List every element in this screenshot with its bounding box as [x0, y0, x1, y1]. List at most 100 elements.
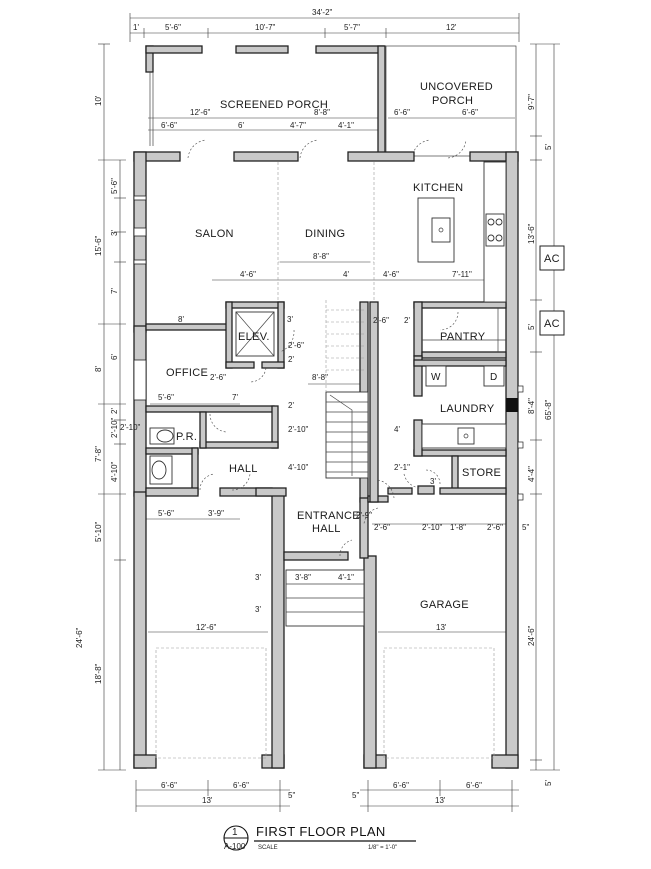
washer-label: W	[431, 372, 441, 383]
dryer-label: D	[490, 372, 498, 383]
sheet-number: A-100	[224, 842, 246, 851]
dimension-label: 6'-6"	[233, 781, 249, 790]
dimension-label: 6'	[238, 121, 244, 130]
laundry-label: LAUNDRY	[440, 403, 495, 415]
dimension-label: 8'-8"	[313, 252, 329, 261]
dimension-label: 12'	[446, 23, 457, 32]
dimension-label: 6'-6"	[161, 121, 177, 130]
dimension-label: 12'-6"	[190, 108, 211, 117]
dimension-label: 12'-6"	[196, 623, 217, 632]
dimension-label: 5'	[544, 780, 553, 786]
dimension-label: 2'-6"	[210, 373, 226, 382]
dimension-label: 2'	[288, 355, 294, 364]
title-block: 1 A-100 FIRST FLOOR PLAN SCALE 1/8" = 1'…	[223, 824, 416, 851]
dimension-label: 2'	[110, 408, 119, 414]
ac-units: AC AC	[539, 245, 565, 336]
dimension-label: 5"	[352, 791, 359, 800]
stair-treads	[285, 300, 369, 627]
dimension-label: 13'-6"	[527, 223, 536, 244]
salon-label: SALON	[195, 228, 234, 240]
dimension-label: 7'-11"	[452, 270, 472, 279]
pantry-label: PANTRY	[440, 331, 486, 343]
ac-label-upper: AC	[544, 253, 560, 265]
entrance-hall-label-1: ENTRANCE	[297, 510, 360, 522]
scale-value: 1/8" = 1'-0"	[368, 845, 397, 851]
dimension-label: 8'	[178, 315, 184, 324]
dimension-label: 3'	[255, 605, 261, 614]
dimension-label: 2'-1"	[394, 463, 410, 472]
ac-label-lower: AC	[544, 318, 560, 330]
dimension-label: 4'-6"	[383, 270, 399, 279]
dimension-label: 8'-8"	[312, 373, 328, 382]
garage-label: GARAGE	[420, 599, 469, 611]
dimension-label: 5'-6"	[158, 509, 174, 518]
drawing-title: FIRST FLOOR PLAN	[256, 824, 386, 839]
dimension-label: 5'-6"	[158, 393, 174, 402]
interior-doors	[199, 311, 459, 557]
interior-walls	[145, 161, 507, 759]
dimension-label: 6'-6"	[394, 108, 410, 117]
dimension-label: 24'-6"	[75, 627, 84, 648]
dimension-label: 8'-8"	[314, 108, 330, 117]
dimension-label: 4'-1"	[338, 121, 354, 130]
dimension-label: 4'-7"	[290, 121, 306, 130]
porch-doors	[187, 139, 467, 159]
dimension-label: 6'-6"	[462, 108, 478, 117]
dimension-label: 4'	[394, 425, 400, 434]
dimension-label: 2'-6"	[374, 523, 390, 532]
dimension-label: 13'	[435, 796, 446, 805]
dimension-label: 2'-6"	[288, 341, 304, 350]
scale-label: SCALE	[258, 845, 278, 851]
dimension-label: 24'-6"	[527, 625, 536, 646]
dimension-label: 3'-9"	[208, 509, 224, 518]
screened-porch-label: SCREENED PORCH	[220, 99, 328, 111]
dimension-label: 15'-6"	[94, 235, 103, 256]
dimension-label: 4'	[343, 270, 349, 279]
dimension-label: 10'	[94, 95, 103, 106]
dimension-label: 5'-7"	[344, 23, 360, 32]
dimension-label: 8'	[94, 366, 103, 372]
dimension-label: 13'	[202, 796, 213, 805]
dimension-label: 18'-8"	[94, 663, 103, 684]
dimension-label: 4'-4"	[527, 466, 536, 482]
elevator-label: ELEV.	[238, 331, 270, 343]
dimension-text: 34'-2" 1' 5'-6" 10'-7" 5'-7" 12' 12'-6" …	[75, 8, 553, 805]
store-label: STORE	[462, 467, 501, 479]
dimension-label: 8'-4"	[527, 398, 536, 414]
dimension-label: 4'-10"	[288, 463, 309, 472]
room-labels: SCREENED PORCH UNCOVERED PORCH KITCHEN S…	[166, 81, 501, 611]
dimension-label: 2'-10"	[422, 523, 443, 532]
hall-label: HALL	[229, 463, 258, 475]
dimension-label: 1'-8"	[450, 523, 466, 532]
dimension-label: 3'-8"	[295, 573, 311, 582]
dimension-label: 2'-9"	[356, 511, 372, 520]
dimension-label: 34'-2"	[312, 8, 333, 17]
dimension-label: 5'	[527, 324, 536, 330]
dimension-label: 1'	[133, 23, 139, 32]
powder-room-label: P.R.	[176, 431, 197, 443]
detail-number: 1	[232, 827, 238, 838]
dimension-label: 7'	[232, 393, 238, 402]
dimension-label: 3'	[430, 477, 436, 486]
kitchen-label: KITCHEN	[413, 182, 463, 194]
dimension-label: 9'-7"	[527, 94, 536, 110]
dimension-label: 5"	[522, 523, 529, 532]
dimension-label: 2'	[404, 316, 410, 325]
dimension-label: 4'-1"	[338, 573, 354, 582]
dining-label: DINING	[305, 228, 345, 240]
dimension-label: 5"	[288, 791, 295, 800]
dimension-label: 10'-7"	[255, 23, 276, 32]
dimension-label: 5'-6"	[110, 178, 119, 194]
dimension-label: 6'-6"	[161, 781, 177, 790]
dimension-label: 2'-10"	[288, 425, 309, 434]
dimension-label: 2'-6"	[373, 316, 389, 325]
dimension-label: 3'	[110, 230, 119, 236]
dimension-label: 5'-10"	[94, 521, 103, 542]
dimension-label: 4'-6"	[240, 270, 256, 279]
dimension-label: 7'	[110, 288, 119, 294]
dimension-label: 2'-6"	[487, 523, 503, 532]
dimension-label: 65'-8"	[544, 399, 553, 420]
dimension-label: 2'-10"	[120, 423, 141, 432]
dimension-label: 3'	[255, 573, 261, 582]
dimension-label: 6'-6"	[393, 781, 409, 790]
